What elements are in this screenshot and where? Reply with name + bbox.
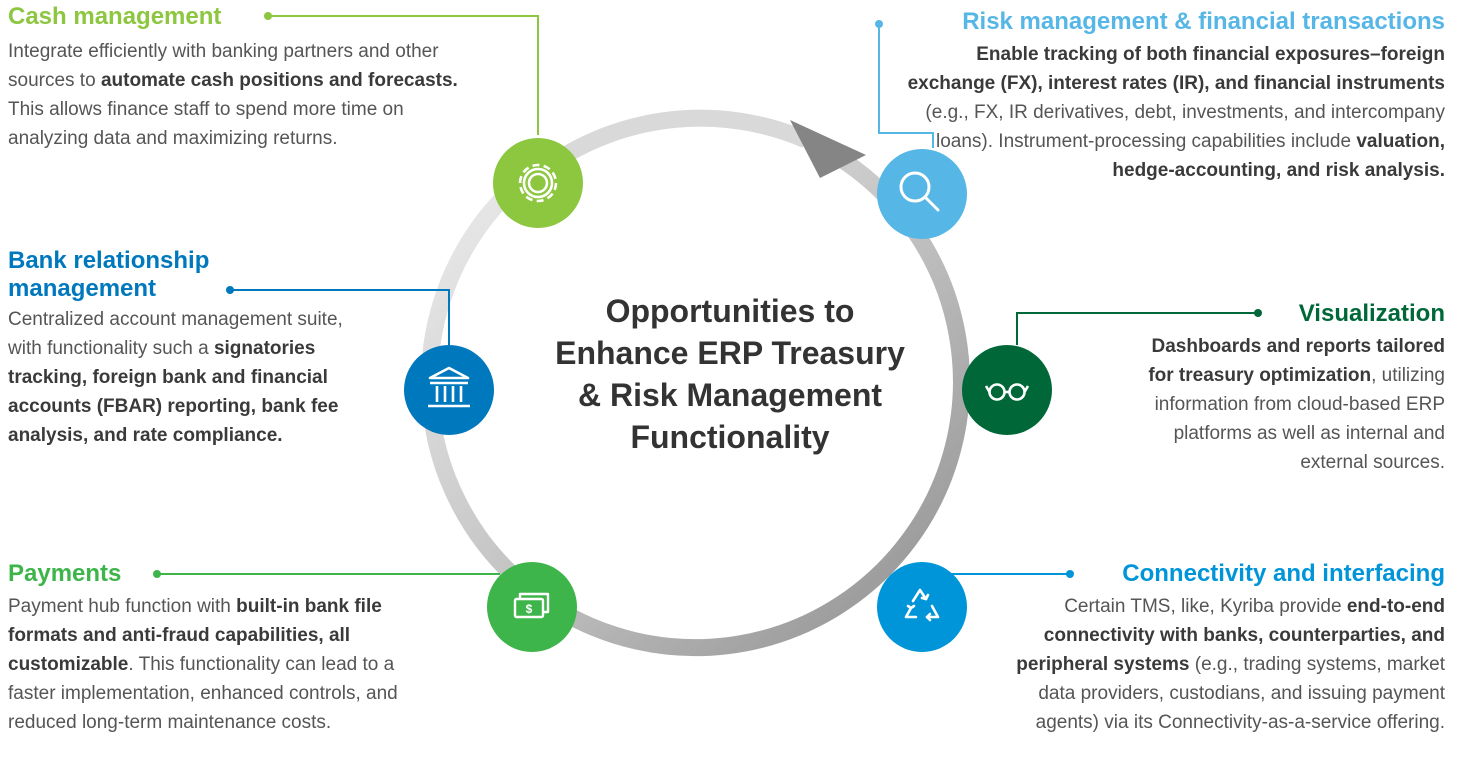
connectivity-section: Connectivity and interfacing Certain TMS… (1000, 560, 1445, 737)
text-run: (e.g., FX, IR derivatives, debt, investm… (925, 102, 1445, 152)
section-title: Visualization (1298, 300, 1445, 327)
text-run: This allows finance staff to spend more … (8, 99, 404, 149)
bold-text: Dashboards and reports tailored for trea… (1148, 336, 1445, 386)
section-title: Bank relationship management (8, 247, 210, 302)
bold-text: valuation, hedge-accounting, and risk an… (1112, 131, 1445, 181)
text-run: , utilizing information from cloud-based… (1154, 365, 1445, 473)
payments-section: Payments Payment hub function with built… (8, 560, 408, 737)
section-title: Connectivity and interfacing (1122, 560, 1445, 587)
cash-icon-circle (493, 138, 583, 228)
visualization-section: Visualization Dashboards and reports tai… (1125, 300, 1445, 477)
bold-text: built-in bank file formats and anti-frau… (8, 596, 382, 675)
cycle-ring-top-segment (534, 109, 810, 179)
bold-text: Enable tracking of both financial exposu… (907, 44, 1445, 94)
connector-dot-connectivity (1066, 570, 1074, 578)
connector-dot-cash (264, 12, 272, 20)
text-run: . This functionality can lead to a faste… (8, 654, 398, 733)
risk-management-section: Risk management & financial transactions… (885, 8, 1445, 185)
connector-dot-visualization (1254, 309, 1262, 317)
section-description: Integrate efficiently with banking partn… (8, 37, 488, 153)
section-description: Enable tracking of both financial exposu… (893, 40, 1445, 185)
connector-bank (230, 289, 450, 345)
text-run: Centralized account management suite, wi… (8, 309, 343, 359)
cash-management-section: Cash management Integrate efficiently wi… (8, 3, 488, 153)
magnifier-icon (899, 171, 940, 212)
recycle-arrows-icon (904, 588, 940, 622)
bold-text: automate cash positions and forecasts. (100, 70, 458, 91)
section-title: Risk management & financial transactions (962, 8, 1445, 35)
connector-dot-risk (875, 20, 883, 28)
section-description: Payment hub function with built-in bank … (8, 592, 408, 737)
section-description: Certain TMS, like, Kyriba provide end-to… (1005, 592, 1445, 737)
money-bills-icon-dollar: $ (526, 602, 533, 616)
risk-icon-circle (877, 149, 967, 239)
cycle-arrow-head (790, 120, 866, 178)
bank-building-icon (428, 366, 470, 408)
money-bills-icon (513, 592, 550, 619)
text-run: (e.g., trading systems, market data prov… (1035, 654, 1445, 733)
visualization-icon-circle (962, 345, 1052, 435)
connector-dot-payments (153, 570, 161, 578)
section-title: Cash management (8, 3, 222, 30)
text-run: Certain TMS, like, Kyriba provide (1064, 596, 1347, 617)
connector-visualization (1016, 312, 1258, 345)
section-description: Centralized account management suite, wi… (8, 305, 348, 450)
text-run: Payment hub function with (8, 596, 237, 617)
connectivity-icon-circle (877, 562, 967, 652)
connector-risk (878, 24, 934, 148)
glasses-icon (984, 383, 1030, 401)
bank-relationship-section: Bank relationship management Centralized… (8, 247, 348, 450)
bold-text: end-to-end connectivity with banks, coun… (1016, 596, 1445, 675)
gear-icon (518, 163, 558, 203)
payments-icon-circle (487, 562, 577, 652)
section-description: Dashboards and reports tailored for trea… (1130, 332, 1445, 477)
connector-cash (268, 15, 539, 135)
connector-dot-bank (226, 286, 234, 294)
center-title: Opportunities to Enhance ERP Treasury & … (555, 293, 905, 455)
text-run: Integrate efficiently with banking partn… (8, 41, 439, 91)
section-title: Payments (8, 560, 122, 587)
bold-text: signatories tracking, foreign bank and f… (8, 338, 339, 446)
bank-icon-circle (404, 345, 494, 435)
